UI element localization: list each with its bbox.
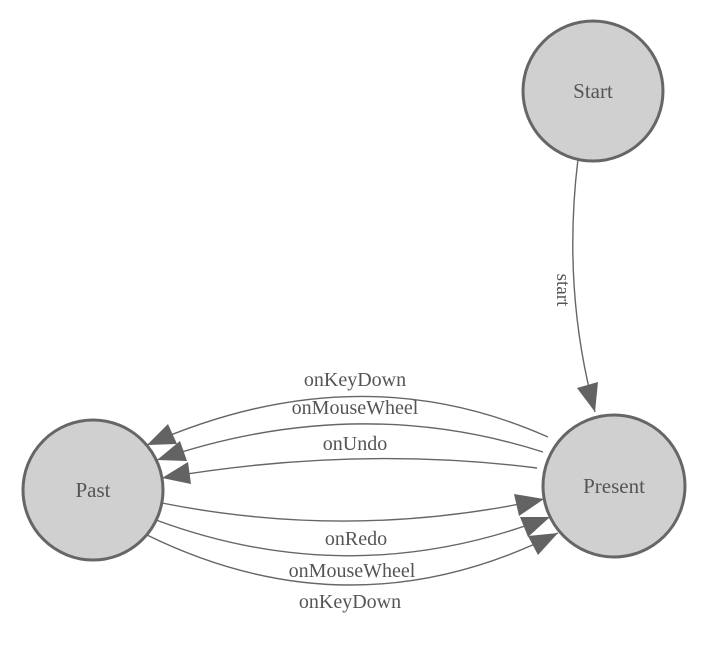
edge-present-to-past-onundo: onUndo [161, 433, 538, 484]
arrowhead-icon [157, 441, 187, 461]
arrowhead-icon [514, 494, 544, 516]
edge-label-onmousewheel-to-present: onMouseWheel [289, 560, 416, 582]
edge-line [161, 498, 545, 522]
edge-past-to-present-onredo: onRedo [161, 494, 545, 550]
arrowhead-icon [520, 517, 550, 537]
node-start-circle [521, 19, 665, 163]
node-past-circle [21, 418, 165, 562]
edge-line [161, 457, 538, 479]
state-node-start: Start [521, 19, 665, 163]
edge-label-onundo: onUndo [323, 433, 387, 455]
edge-start-to-present: start [552, 158, 598, 413]
state-node-past: Past [21, 418, 165, 562]
edge-label-onredo: onRedo [325, 528, 387, 550]
edge-label-onkeydown-to-past: onKeyDown [304, 369, 406, 391]
arrowhead-icon [162, 462, 191, 484]
edge-start-line [572, 158, 596, 413]
edge-label-onmousewheel-to-past: onMouseWheel [292, 397, 419, 419]
node-present-circle [541, 413, 687, 559]
edge-present-to-past-onkeydown: onKeyDown [146, 369, 549, 446]
edge-present-to-past-onmousewheel: onMouseWheel [156, 397, 544, 461]
node-present-label: Present [583, 474, 645, 498]
arrowhead-icon [528, 533, 558, 555]
state-node-present: Present [541, 413, 687, 559]
edge-past-to-present-onmousewheel: onMouseWheel [155, 516, 551, 582]
edge-label-start: start [552, 274, 573, 307]
node-past-label: Past [75, 478, 110, 502]
node-start-label: Start [573, 79, 613, 103]
edge-line [155, 516, 551, 557]
edge-past-to-present-onkeydown: onKeyDown [146, 532, 559, 613]
arrowhead-icon [577, 382, 598, 412]
edge-line [156, 423, 544, 461]
edge-label-onkeydown-to-present: onKeyDown [299, 591, 401, 613]
arrowhead-icon [147, 424, 177, 445]
edge-line [146, 532, 559, 586]
edge-line [146, 395, 549, 446]
